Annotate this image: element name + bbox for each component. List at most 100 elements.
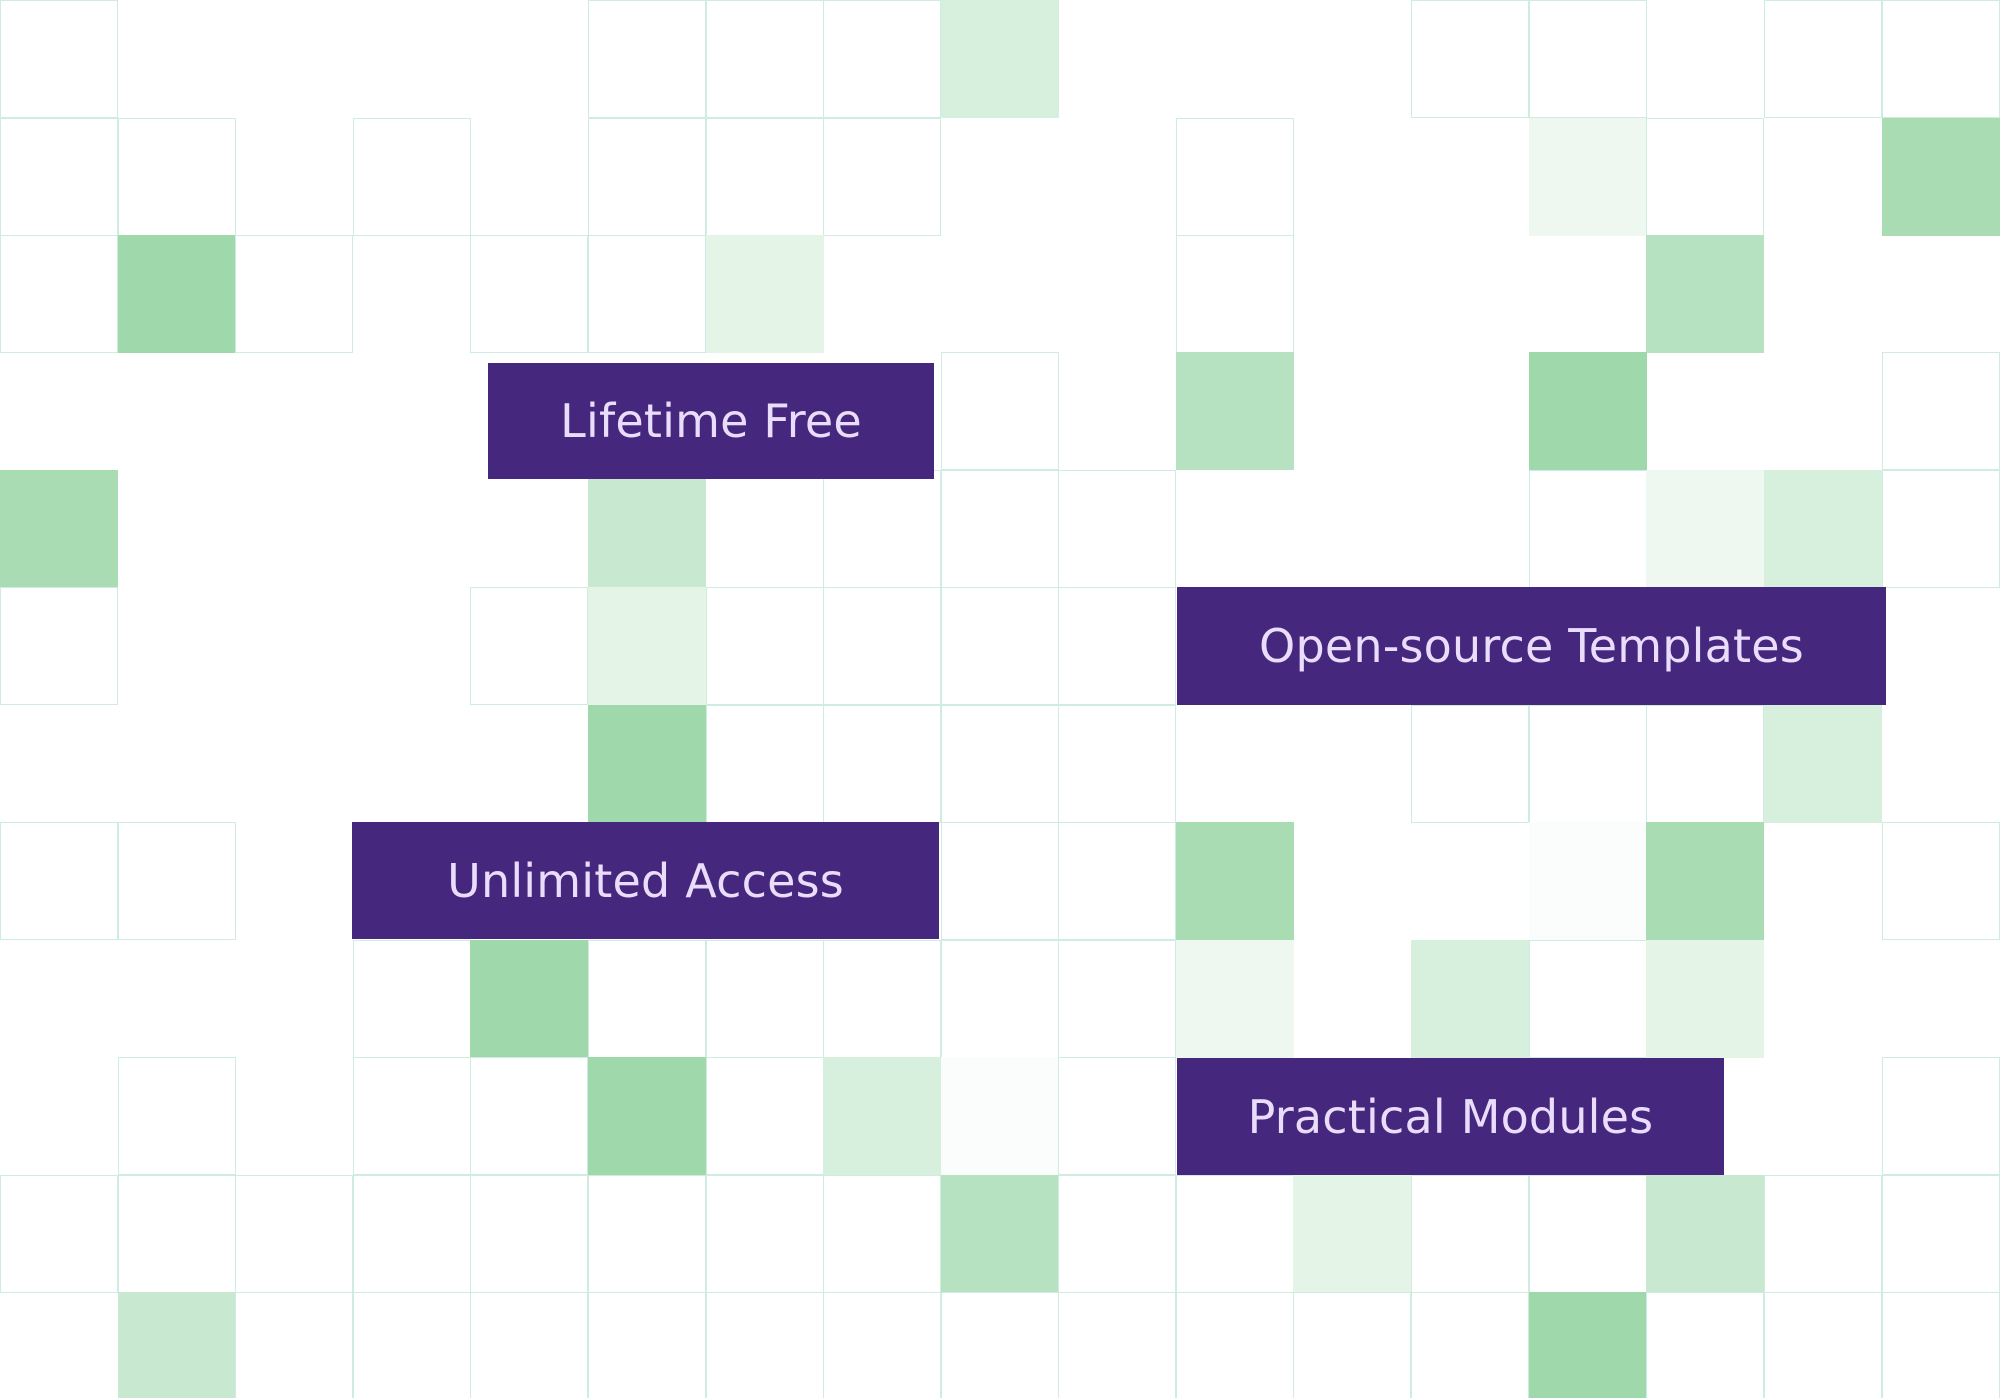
grid-tile	[235, 1175, 353, 1293]
grid-tile	[941, 470, 1059, 588]
lifetime-free-text: Lifetime Free	[560, 394, 862, 448]
grid-tile	[1882, 1175, 2000, 1293]
grid-tile	[706, 1292, 824, 1398]
green-tile	[941, 1057, 1059, 1175]
grid-tile	[1058, 705, 1176, 823]
grid-tile	[1058, 470, 1176, 588]
grid-tile	[1058, 1057, 1176, 1175]
grid-tile	[823, 705, 941, 823]
grid-tile	[1646, 705, 1764, 823]
green-tile	[1529, 352, 1647, 470]
green-tile	[118, 1292, 236, 1398]
grid-tile	[1882, 470, 2000, 588]
grid-tile	[1529, 0, 1647, 118]
grid-tile	[0, 587, 118, 705]
grid-tile	[470, 1057, 588, 1175]
unlimited-access-label: Unlimited Access	[352, 822, 939, 939]
green-tile	[1646, 235, 1764, 353]
grid-tile	[1411, 705, 1529, 823]
green-tile	[1529, 1292, 1647, 1398]
grid-tile	[588, 1292, 706, 1398]
grid-tile	[470, 1292, 588, 1398]
grid-tile	[470, 587, 588, 705]
grid-tile	[588, 235, 706, 353]
grid-tile	[706, 705, 824, 823]
grid-tile	[1882, 0, 2000, 118]
grid-tile	[1058, 587, 1176, 705]
green-tile	[588, 705, 706, 823]
green-tile	[1176, 822, 1294, 940]
grid-tile	[1058, 1175, 1176, 1293]
unlimited-access-text: Unlimited Access	[447, 853, 844, 908]
grid-tile	[1646, 118, 1764, 236]
grid-tile	[1529, 1175, 1647, 1293]
grid-tile	[1293, 1292, 1411, 1398]
grid-tile	[1058, 1292, 1176, 1398]
grid-tile	[1646, 1292, 1764, 1398]
green-tile	[1176, 352, 1294, 470]
grid-tile	[1411, 0, 1529, 118]
grid-tile	[470, 1175, 588, 1293]
green-tile	[588, 470, 706, 588]
grid-tile	[1764, 1292, 1882, 1398]
grid-tile	[706, 587, 824, 705]
green-tile	[1411, 940, 1529, 1058]
grid-tile	[706, 0, 824, 118]
grid-tile	[823, 940, 941, 1058]
lifetime-free-label: Lifetime Free	[488, 363, 934, 479]
grid-tile	[941, 822, 1059, 940]
grid-tile	[588, 940, 706, 1058]
grid-tile	[823, 0, 941, 118]
green-tile	[1646, 822, 1764, 940]
grid-tile	[0, 235, 118, 353]
grid-tile	[1764, 0, 1882, 118]
grid-tile	[118, 118, 236, 236]
grid-tile	[1176, 1175, 1294, 1293]
green-tile	[1529, 118, 1647, 236]
practical-modules-label: Practical Modules	[1177, 1058, 1724, 1175]
grid-tile	[588, 118, 706, 236]
grid-tile	[1882, 1292, 2000, 1398]
green-tile	[0, 470, 118, 588]
grid-tile	[1176, 235, 1294, 353]
grid-tile	[823, 1175, 941, 1293]
grid-tile	[118, 1175, 236, 1293]
grid-tile	[1882, 1057, 2000, 1175]
grid-tile	[941, 705, 1059, 823]
practical-modules-text: Practical Modules	[1247, 1089, 1654, 1144]
grid-tile	[1058, 940, 1176, 1058]
grid-tile	[1764, 1175, 1882, 1293]
grid-tile	[118, 1057, 236, 1175]
grid-tile	[941, 587, 1059, 705]
grid-tile	[823, 587, 941, 705]
grid-tile	[941, 940, 1059, 1058]
green-tile	[1882, 118, 2000, 236]
grid-tile	[353, 1057, 471, 1175]
open-source-templates-text: Open-source Templates	[1259, 619, 1804, 673]
green-tile	[588, 1057, 706, 1175]
grid-tile	[941, 1292, 1059, 1398]
green-tile	[941, 1175, 1059, 1293]
green-tile	[1646, 470, 1764, 588]
green-tile	[941, 0, 1059, 118]
grid-tile	[353, 118, 471, 236]
grid-tile	[1529, 940, 1647, 1058]
green-tile	[118, 235, 236, 353]
grid-tile	[1176, 1292, 1294, 1398]
grid-tile	[1411, 1175, 1529, 1293]
grid-tile	[0, 1175, 118, 1293]
open-source-templates-label: Open-source Templates	[1177, 587, 1886, 705]
grid-tile	[235, 235, 353, 353]
grid-tile	[941, 352, 1059, 470]
grid-tile	[823, 118, 941, 236]
grid-tile	[353, 1175, 471, 1293]
green-tile	[1764, 705, 1882, 823]
grid-tile	[706, 118, 824, 236]
grid-tile	[588, 0, 706, 118]
grid-tile	[706, 940, 824, 1058]
grid-tile	[353, 940, 471, 1058]
green-tile	[706, 235, 824, 353]
grid-tile	[0, 0, 118, 118]
